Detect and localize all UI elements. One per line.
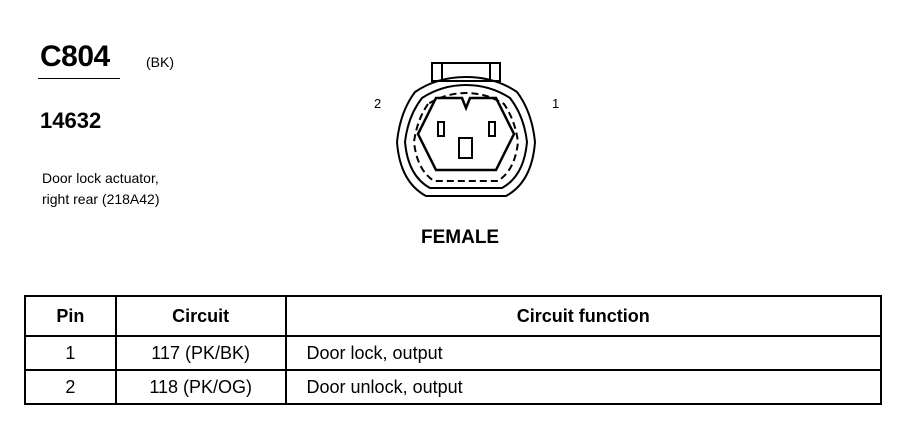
pinout-table: Pin Circuit Circuit function 1 117 (PK/B… <box>24 295 883 405</box>
connector-description: Door lock actuator, right rear (218A42) <box>42 168 160 210</box>
pin-cell: 1 <box>24 335 117 371</box>
connector-id-underline <box>38 78 120 79</box>
table-row: 1 117 (PK/BK) Door lock, output <box>24 335 883 371</box>
description-line-1: Door lock actuator, <box>42 170 159 186</box>
center-cavity <box>458 137 473 159</box>
header-pin: Pin <box>24 295 117 337</box>
connector-face-diagram: 2 1 <box>374 62 559 197</box>
pin-label-1: 1 <box>552 96 559 111</box>
circuit-cell: 118 (PK/OG) <box>114 369 287 405</box>
connector-id: C804 <box>40 40 110 73</box>
connector-gender-label: FEMALE <box>421 227 500 248</box>
header-circuit-function: Circuit function <box>284 295 883 337</box>
pin-label-2: 2 <box>374 96 381 111</box>
connector-color-code: (BK) <box>146 54 174 70</box>
function-cell: Door unlock, output <box>284 369 883 405</box>
part-number: 14632 <box>40 108 102 133</box>
function-cell: Door lock, output <box>284 335 883 371</box>
header-circuit: Circuit <box>114 295 287 337</box>
pin-cell: 2 <box>24 369 117 405</box>
terminal-cavities <box>437 121 496 159</box>
table-row: 2 118 (PK/OG) Door unlock, output <box>24 369 883 405</box>
table-header-row: Pin Circuit Circuit function <box>24 295 883 337</box>
circuit-cell: 117 (PK/BK) <box>114 335 287 371</box>
terminal-cavity-2 <box>437 121 445 137</box>
connector-housing <box>395 62 537 197</box>
terminal-cavity-1 <box>488 121 496 137</box>
description-line-2: right rear (218A42) <box>42 191 160 207</box>
